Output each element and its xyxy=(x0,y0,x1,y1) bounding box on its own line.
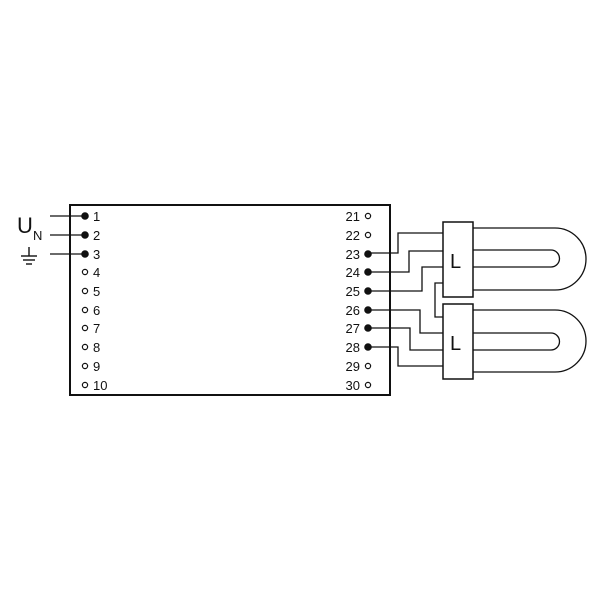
terminal-10-label: 10 xyxy=(93,378,107,393)
lamp-1-label: L xyxy=(450,251,461,273)
wire-27 xyxy=(368,327,443,351)
terminal-21-label: 21 xyxy=(346,209,360,224)
terminal-5-label: 5 xyxy=(93,284,100,299)
terminal-4-dot xyxy=(81,268,89,276)
terminal-9-label: 9 xyxy=(93,359,100,374)
terminal-8-label: 8 xyxy=(93,340,100,355)
terminal-1-dot xyxy=(81,212,89,220)
lamp-2-socket xyxy=(442,303,474,380)
terminal-9-dot xyxy=(81,362,89,370)
wire-23 xyxy=(368,232,443,254)
wire-28 xyxy=(368,346,443,367)
terminal-22-dot xyxy=(364,231,372,239)
terminal-1-label: 1 xyxy=(93,209,100,224)
terminal-7-dot xyxy=(81,324,89,332)
terminal-25-label: 25 xyxy=(346,284,360,299)
terminal-24-label: 24 xyxy=(346,265,360,280)
voltage-subscript: N xyxy=(33,228,42,243)
lamp-1-socket xyxy=(442,221,474,298)
terminal-30-dot xyxy=(364,381,372,389)
wire-25 xyxy=(368,266,443,292)
terminal-23-label: 23 xyxy=(346,247,360,262)
terminal-28-label: 28 xyxy=(346,340,360,355)
wire-24 xyxy=(368,250,443,273)
terminal-27-label: 27 xyxy=(346,321,360,336)
wire-26 xyxy=(368,309,443,334)
terminal-29-dot xyxy=(364,362,372,370)
terminal-2-label: 2 xyxy=(93,228,100,243)
lamp-2: L xyxy=(442,303,587,380)
terminal-3-label: 3 xyxy=(93,247,100,262)
lamp-wiring xyxy=(368,232,443,367)
terminal-3-dot xyxy=(81,250,89,258)
terminal-26-label: 26 xyxy=(346,303,360,318)
terminal-2-dot xyxy=(81,231,89,239)
terminal-22-label: 22 xyxy=(346,228,360,243)
terminal-30-label: 30 xyxy=(346,378,360,393)
ground-icon xyxy=(21,247,37,265)
terminal-4-label: 4 xyxy=(93,265,100,280)
terminal-29-label: 29 xyxy=(346,359,360,374)
terminal-6-label: 6 xyxy=(93,303,100,318)
terminal-23-dot xyxy=(364,250,372,258)
terminal-5-dot xyxy=(81,287,89,295)
terminal-21-dot xyxy=(364,212,372,220)
voltage-label: U xyxy=(17,213,33,238)
terminal-10-dot xyxy=(81,381,89,389)
lamp-1: L xyxy=(442,221,587,298)
wire-bridge xyxy=(434,282,443,318)
terminal-8-dot xyxy=(81,343,89,351)
terminal-7-label: 7 xyxy=(93,321,100,336)
lamp-2-label: L xyxy=(450,333,461,355)
terminal-6-dot xyxy=(81,306,89,314)
ballast-box xyxy=(69,204,391,396)
